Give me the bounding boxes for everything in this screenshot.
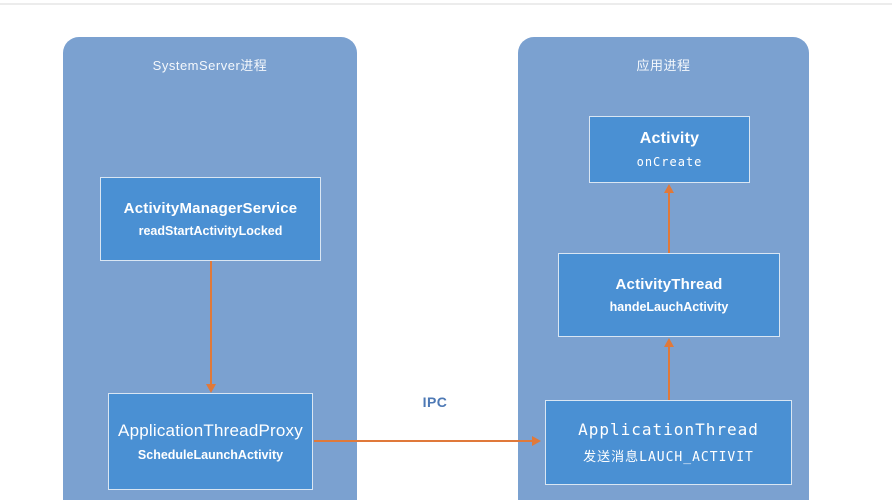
arrow-ipc-head (532, 436, 541, 446)
node-application-thread-proxy-title: ApplicationThreadProxy (118, 421, 303, 440)
arrow-athread-to-activity-line (668, 192, 670, 253)
node-application-thread-proxy-subtitle: ScheduleLaunchActivity (137, 448, 284, 462)
node-activity: Activity onCreate (589, 116, 750, 183)
node-activity-thread-title: ActivityThread (615, 276, 723, 293)
arrow-ams-to-atp-head (206, 384, 216, 393)
top-divider (0, 3, 892, 5)
ipc-label: IPC (422, 394, 448, 410)
process-systemserver-title: SystemServer进程 (152, 58, 268, 73)
node-activity-title: Activity (639, 130, 700, 147)
node-activity-manager-service-title: ActivityManagerService (123, 200, 298, 217)
node-activity-thread: ActivityThread handeLauchActivity (558, 253, 780, 337)
node-application-thread: ApplicationThread 发送消息LAUCH_ACTIVIT (545, 400, 792, 485)
arrow-ams-to-atp-line (210, 261, 212, 385)
node-activity-thread-subtitle: handeLauchActivity (609, 300, 729, 314)
node-application-thread-subtitle: 发送消息LAUCH_ACTIVIT (583, 450, 754, 465)
node-application-thread-proxy: ApplicationThreadProxy ScheduleLaunchAct… (108, 393, 313, 490)
node-activity-manager-service-subtitle: readStartActivityLocked (138, 224, 283, 238)
node-activity-subtitle: onCreate (636, 155, 703, 169)
arrow-athread-to-activity-head (664, 184, 674, 193)
arrow-ipc-line (314, 440, 533, 442)
process-app-title: 应用进程 (636, 58, 691, 73)
node-activity-manager-service: ActivityManagerService readStartActivity… (100, 177, 321, 261)
arrow-appthread-to-athread-head (664, 338, 674, 347)
arrow-appthread-to-athread-line (668, 346, 670, 400)
node-application-thread-title: ApplicationThread (578, 420, 759, 439)
